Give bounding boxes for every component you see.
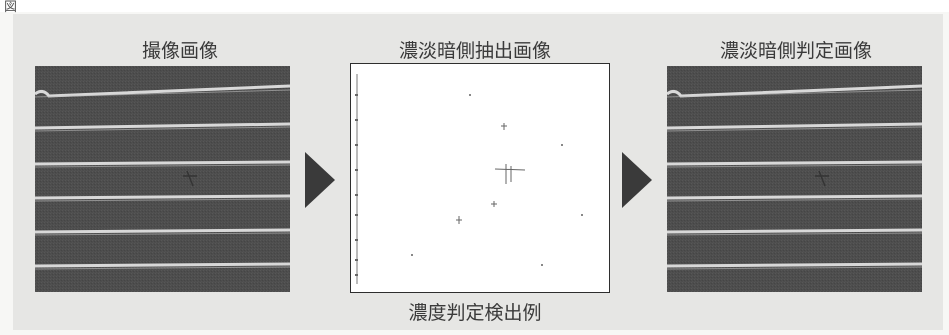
right-triangle-arrow-icon bbox=[622, 152, 652, 208]
dark-judgement-image bbox=[667, 66, 922, 292]
caption-dark-judgement-image: 濃淡暗側判定画像 bbox=[719, 40, 872, 62]
figure-label: 図 bbox=[4, 0, 19, 15]
caption-dark-extraction-image: 濃淡暗側抽出画像 bbox=[398, 40, 551, 62]
caption-detection-example: 濃度判定検出例 bbox=[408, 302, 542, 324]
right-triangle-arrow-icon bbox=[305, 152, 335, 208]
captured-image bbox=[35, 66, 290, 292]
caption-captured-image: 撮像画像 bbox=[141, 40, 218, 62]
dark-extraction-image bbox=[350, 63, 610, 293]
top-strip: 図 bbox=[0, 0, 949, 15]
